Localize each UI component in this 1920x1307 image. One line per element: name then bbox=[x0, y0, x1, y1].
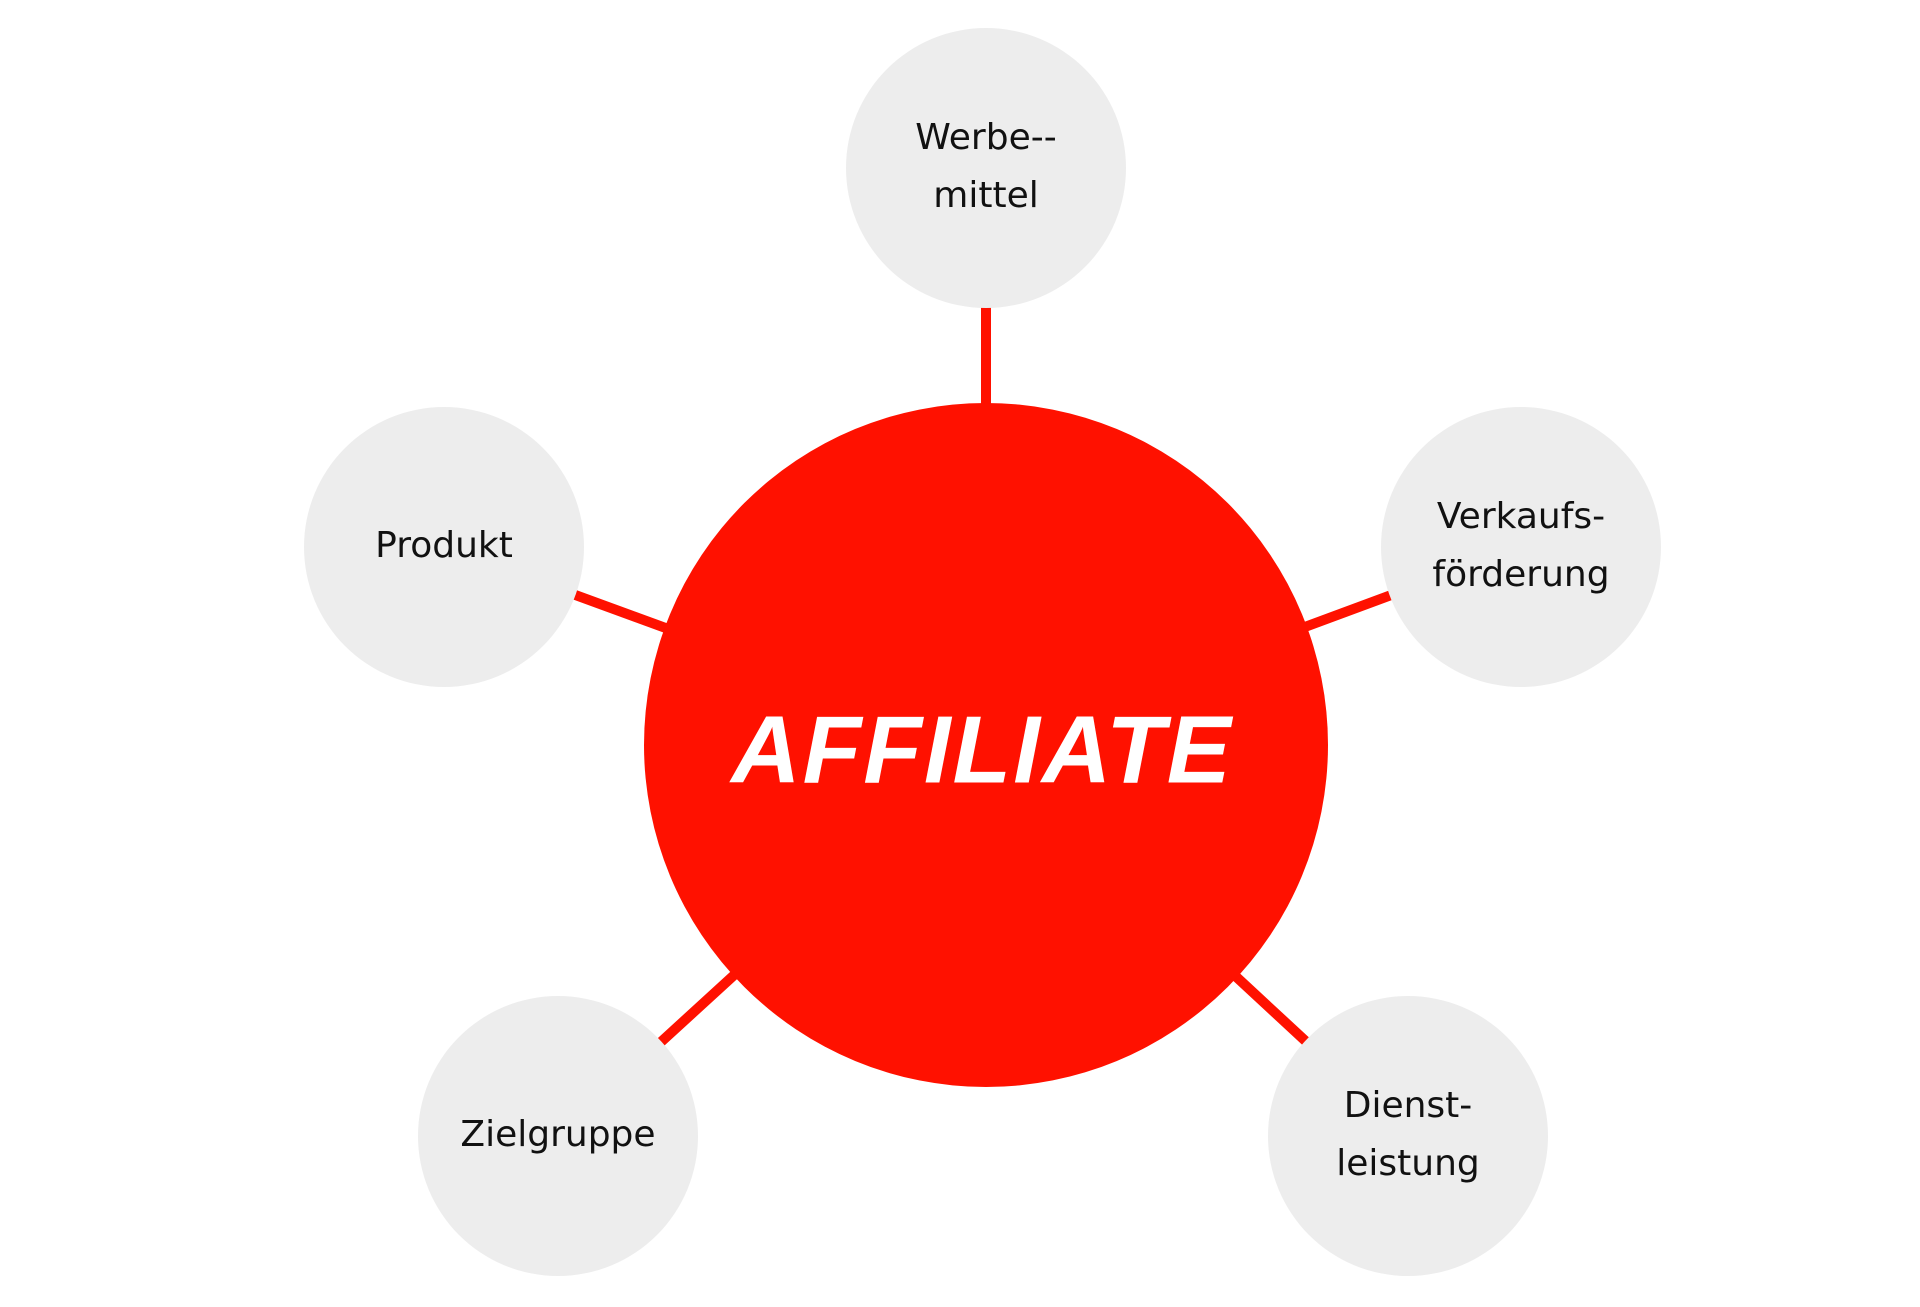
satellite-werbemittel: Werbe-- mittel bbox=[846, 28, 1126, 308]
satellite-label-produkt-1: Produkt bbox=[375, 525, 513, 566]
connector-verkaufsfoerderung bbox=[1301, 589, 1396, 633]
satellite-label-verkaufsfoerderung-1: Verkaufs- bbox=[1437, 496, 1605, 537]
satellite-circle-dienstleistung bbox=[1268, 996, 1548, 1276]
satellite-verkaufsfoerderung: Verkaufs-förderung bbox=[1381, 407, 1661, 687]
satellite-circle-verkaufsfoerderung bbox=[1381, 407, 1661, 687]
satellite-label-zielgruppe-1: Zielgruppe bbox=[460, 1114, 655, 1155]
connector-produkt bbox=[570, 588, 671, 634]
satellite-circle-zielgruppe bbox=[418, 996, 698, 1276]
satellite-label-dienstleistung-1: Dienst- bbox=[1344, 1085, 1473, 1126]
satellite-label-werbemittel-1: Werbe-- bbox=[915, 117, 1056, 158]
hub-circle bbox=[644, 403, 1328, 1087]
satellite-zielgruppe: Zielgruppe bbox=[418, 996, 698, 1276]
satellite-label-verkaufsfoerderung-2: förderung bbox=[1432, 554, 1609, 595]
satellite-circle-produkt bbox=[304, 407, 584, 687]
satellite-dienstleistung: Dienst-leistung bbox=[1268, 996, 1548, 1276]
connectors bbox=[570, 304, 1396, 1048]
satellite-label-dienstleistung-2: leistung bbox=[1336, 1143, 1480, 1184]
connector-dienstleistung bbox=[1230, 971, 1312, 1048]
satellite-circle-werbemittel bbox=[846, 28, 1126, 308]
satellite-label-werbemittel-2: mittel bbox=[933, 175, 1038, 216]
satellites: Werbe-- mittelVerkaufs-förderungDienst-le… bbox=[304, 28, 1661, 1276]
satellite-produkt: Produkt bbox=[304, 407, 584, 687]
connector-zielgruppe bbox=[655, 969, 740, 1048]
hub-label: AFFILIATE bbox=[729, 696, 1233, 803]
